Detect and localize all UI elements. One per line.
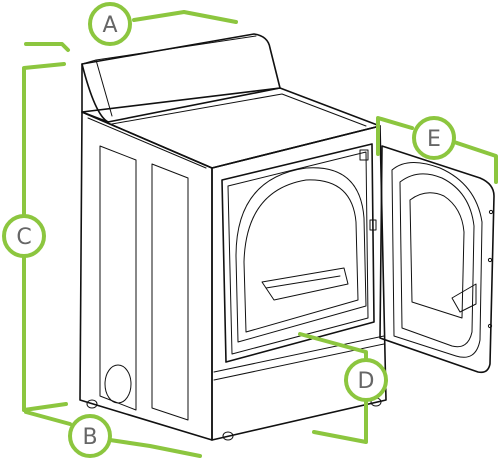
- callout-circle-d: [344, 358, 388, 402]
- callout-c: C: [2, 62, 68, 412]
- callout-e: E: [376, 116, 498, 184]
- callout-label-d: D: [358, 369, 375, 394]
- dimension-line-b: [24, 410, 72, 426]
- dimension-line-b-right: [108, 438, 202, 458]
- callout-circle-e: [412, 116, 456, 160]
- dimension-line-c: [22, 62, 66, 412]
- callout-label-c: C: [16, 225, 31, 250]
- dimension-line-e: [376, 116, 414, 156]
- front-panel: [86, 125, 387, 441]
- dimension-line-c-bottom: [22, 402, 68, 412]
- callout-label-e: E: [427, 127, 441, 152]
- callout-d: D: [298, 332, 388, 444]
- callout-circle-b: [68, 414, 112, 458]
- open-door: [379, 145, 495, 374]
- callout-a: A: [24, 2, 238, 52]
- dimension-line-d-bottom: [312, 396, 368, 444]
- dimension-line-d: [298, 332, 368, 362]
- callout-circle-a: [88, 2, 132, 46]
- callout-b: B: [24, 410, 202, 458]
- callout-label-a: A: [102, 13, 117, 38]
- dimension-callouts: A C B D E: [2, 2, 498, 458]
- dimension-line-e-right: [452, 140, 498, 184]
- dryer-illustration: [79, 33, 495, 441]
- callout-label-b: B: [82, 425, 97, 450]
- callout-circle-c: [2, 214, 46, 258]
- dimension-line-a-right: [132, 10, 238, 24]
- dimension-line-a: [24, 42, 70, 52]
- side-panel: [79, 111, 213, 441]
